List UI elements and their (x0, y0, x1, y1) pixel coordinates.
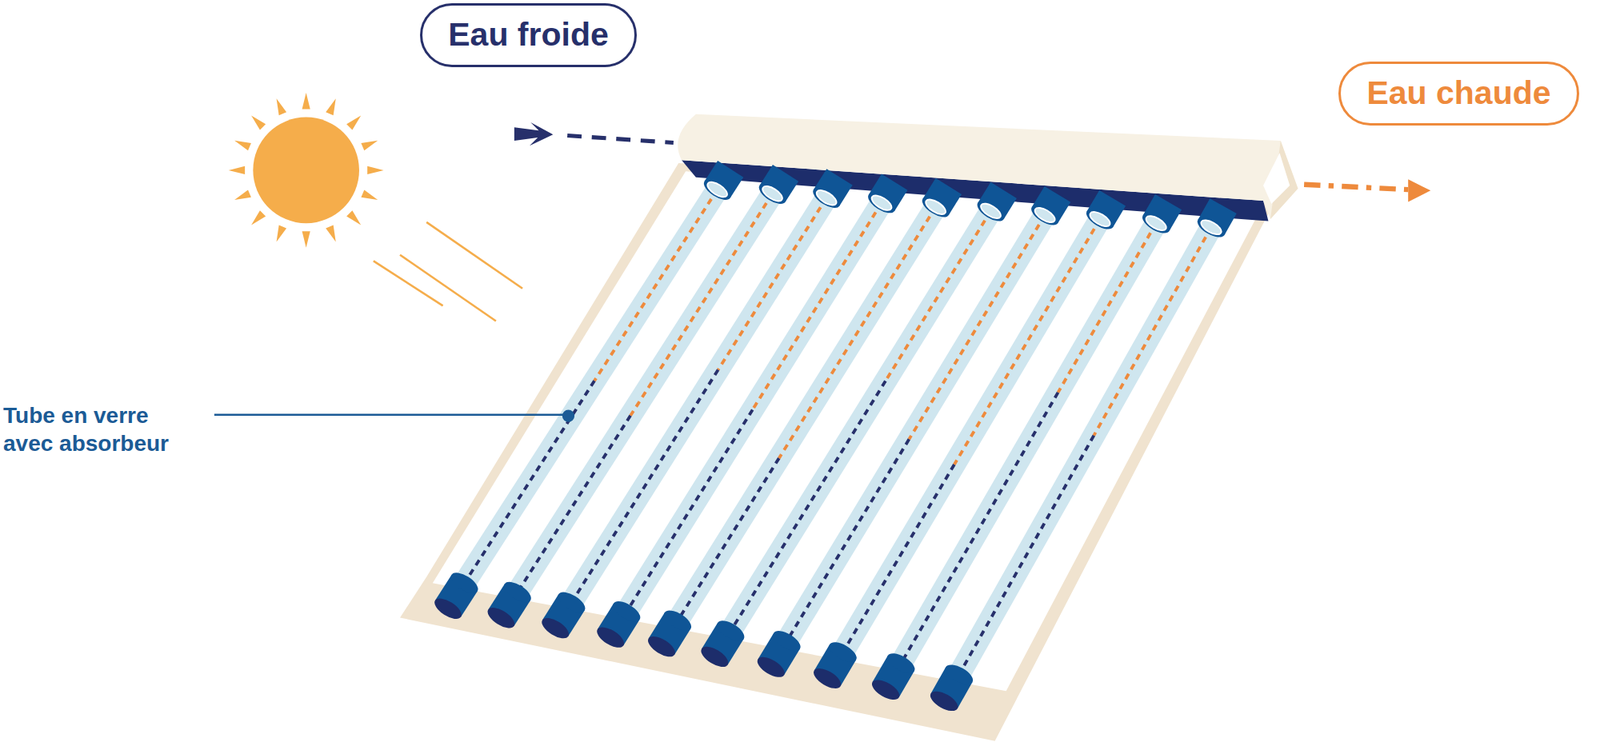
tube-top-cap (1083, 190, 1126, 233)
tube-top-cap (700, 160, 744, 204)
tube-connectors (700, 160, 1237, 241)
cold-water-arrow (514, 122, 674, 146)
tube-top-cap (1139, 194, 1182, 237)
tube-top-cap (1194, 198, 1237, 241)
glass-tube (927, 227, 1212, 716)
sun-ray (251, 210, 266, 225)
sun-ray (251, 115, 266, 130)
glass-tubes (431, 189, 1212, 716)
sun-ray (325, 98, 336, 116)
glass-tube (431, 189, 718, 624)
tube-top-cap (809, 168, 852, 212)
header-tank (677, 114, 1298, 222)
cold-water-pill: Eau froide (420, 3, 637, 68)
tube-top-cap (974, 182, 1017, 226)
glass-tube (593, 203, 882, 652)
sun-ray (346, 115, 361, 130)
glass-tube (644, 207, 936, 662)
sun-ray (234, 189, 252, 200)
sun-ray (360, 189, 378, 200)
sun-ray (276, 98, 288, 116)
sun-ray (234, 140, 252, 152)
tube-top-cap (1028, 186, 1071, 230)
sun (228, 92, 384, 248)
sun-ray (228, 166, 245, 175)
callout-label: Tube en verre avec absorbeur (3, 401, 192, 458)
sun-ray (346, 210, 361, 225)
hot-water-pill: Eau chaude (1338, 61, 1580, 126)
sun-ray (360, 140, 378, 152)
glass-tube (810, 219, 1100, 693)
glass-tube (538, 197, 827, 643)
collector-frame (400, 163, 1274, 742)
tube-top-cap (864, 174, 908, 218)
glass-tube (484, 193, 772, 632)
hot-water-arrow (1304, 179, 1431, 202)
pill-text: Eau froide (448, 16, 608, 53)
sun-ray (302, 231, 311, 248)
sun-ray (302, 92, 311, 109)
sun-ray (325, 225, 336, 243)
pill-text: Eau chaude (1366, 75, 1551, 112)
callout-leader (214, 409, 575, 422)
tube-top-cap (756, 164, 800, 208)
glass-tube (868, 223, 1156, 704)
sun-rays (373, 222, 523, 322)
sun-ray (367, 166, 384, 175)
tube-top-cap (919, 178, 962, 222)
sun-ray (276, 225, 288, 243)
